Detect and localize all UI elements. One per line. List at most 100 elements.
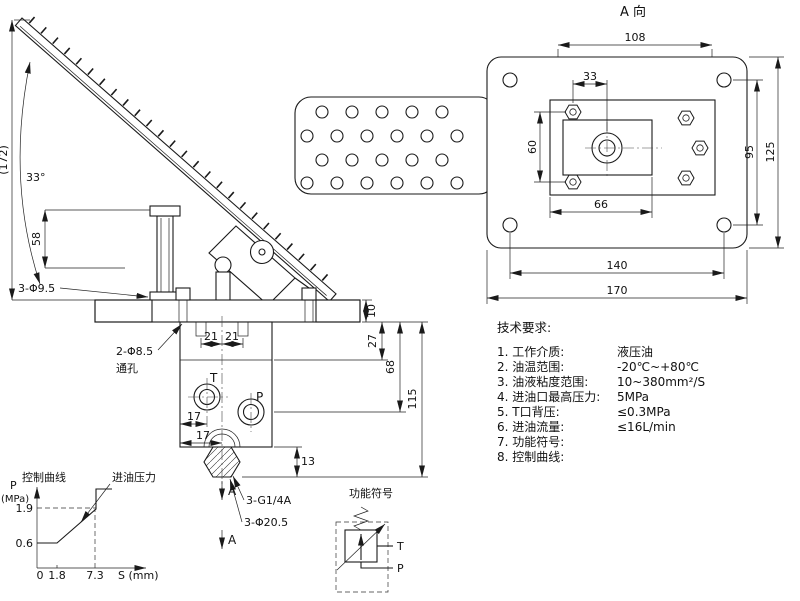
dim-140-label: 140 <box>607 259 628 272</box>
dim-95-label: 95 <box>743 145 756 159</box>
dim-10-label: 10 <box>365 304 378 318</box>
hex-bolt <box>677 170 695 186</box>
tech-item-value: 5MPa <box>617 390 650 404</box>
side-view-labels: (172) 33° 58 3-Φ9.5 2-Φ8.5 通孔 21 21 17 1… <box>0 145 419 547</box>
plunger <box>215 271 231 303</box>
mount-hole <box>502 72 518 88</box>
tech-item-label: 2. 油温范围: <box>497 360 565 374</box>
symbol-port-p-label: P <box>397 562 404 575</box>
pedal-plate <box>14 16 337 303</box>
dim-21b-label: 21 <box>225 330 239 343</box>
hex-bolt <box>677 110 695 126</box>
dim-68-label: 68 <box>384 360 397 374</box>
symbol-enclosure <box>335 521 389 593</box>
dim-125-label: 125 <box>764 142 777 163</box>
tech-item-value: -20℃~+80℃ <box>617 360 699 374</box>
tech-item-label: 5. T口背压: <box>497 405 560 419</box>
dim-58-label: 58 <box>30 232 43 246</box>
thread-label: 3-G1/4A <box>246 494 292 507</box>
spring-symbol <box>352 506 370 531</box>
dim-21a-label: 21 <box>204 330 218 343</box>
function-symbol: 功能符号 T P <box>335 486 404 593</box>
control-arrow <box>336 523 386 571</box>
hex-bolt <box>564 104 582 120</box>
through-hole-label: 通孔 <box>116 362 138 375</box>
function-symbol-title: 功能符号 <box>349 486 393 500</box>
top-view-dimensions <box>486 42 784 304</box>
port-t-label: T <box>209 371 218 385</box>
tech-item-label: 3. 油液粘度范围: <box>497 375 589 389</box>
xtick-0: 0 <box>37 569 44 582</box>
pressure-curve <box>37 488 112 544</box>
tech-item-value: 10~380mm²/S <box>617 375 706 389</box>
x-axis-label: S (mm) <box>118 569 159 582</box>
dim-115-label: 115 <box>406 389 419 410</box>
tech-item-label: 1. 工作介质: <box>497 345 565 359</box>
tech-requirement-item: 1. 工作介质: 液压油 <box>497 345 787 360</box>
y-axis-label: P <box>10 479 17 492</box>
dim-170-label: 170 <box>607 284 628 297</box>
angle-33-label: 33° <box>26 171 46 184</box>
tread-holes <box>300 105 464 190</box>
view-a-label: A 向 <box>620 4 646 20</box>
tech-item-value <box>617 450 787 465</box>
dim-60-label: 60 <box>526 140 539 154</box>
tech-requirement-item: 5. T口背压: ≤0.3MPa <box>497 405 787 420</box>
mount-hole <box>502 217 518 233</box>
tech-requirements-title: 技术要求: <box>497 320 552 335</box>
tech-requirements: 技术要求: 1. 工作介质: 液压油 2. 油温范围: -20℃~+80℃ 3.… <box>497 317 787 465</box>
top-view: A 向 108 33 60 66 95 125 140 170 <box>294 4 784 304</box>
tech-requirement-item: 4. 进油口最高压力: 5MPa <box>497 390 787 405</box>
dim-27-label: 27 <box>366 334 379 348</box>
tech-item-label: 8. 控制曲线: <box>497 450 565 464</box>
section-a-label-bottom: A <box>228 533 237 547</box>
dim-172-label: (172) <box>0 145 10 175</box>
dim-17b-label: 17 <box>196 429 210 442</box>
dim-17a-label: 17 <box>187 410 201 423</box>
ytick-0-6: 0.6 <box>16 537 34 550</box>
tech-item-value <box>617 435 787 450</box>
control-curve-caption: 控制曲线 <box>22 470 66 484</box>
dim-66-label: 66 <box>594 198 608 211</box>
pedal-plate-top <box>294 96 496 195</box>
base-bolt <box>301 287 317 301</box>
top-view-labels: A 向 108 33 60 66 95 125 140 170 <box>526 4 777 297</box>
xtick-1-8: 1.8 <box>48 569 66 582</box>
valve-footprint <box>549 99 716 196</box>
dim-33-label: 33 <box>583 70 597 83</box>
hex-bolt <box>564 174 582 190</box>
port-p-label: P <box>256 390 263 404</box>
mount-hole <box>716 72 732 88</box>
tech-requirement-item: 7. 功能符号: <box>497 435 787 450</box>
holes-3d95-label: 3-Φ9.5 <box>18 282 55 295</box>
rod-cap <box>149 205 181 217</box>
holes-3d205-label: 3-Φ20.5 <box>244 516 288 529</box>
tech-requirement-item: 3. 油液粘度范围: 10~380mm²/S <box>497 375 787 390</box>
dim-13-label: 13 <box>301 455 315 468</box>
base-plate <box>94 299 361 323</box>
hex-plug <box>203 446 241 478</box>
dim-108-label: 108 <box>625 31 646 44</box>
tech-item-label: 6. 进油流量: <box>497 420 565 434</box>
tech-requirement-item: 2. 油温范围: -20℃~+80℃ <box>497 360 787 375</box>
inlet-pressure-caption: 进油压力 <box>112 470 156 484</box>
pivot-pin <box>249 239 275 265</box>
y-axis-unit: (MPa) <box>1 494 29 505</box>
mount-plate-top <box>486 56 748 249</box>
xtick-7-3: 7.3 <box>86 569 104 582</box>
cam-roller <box>214 256 232 274</box>
tech-item-label: 4. 进油口最高压力: <box>497 390 601 404</box>
tech-item-value: ≤0.3MPa <box>617 405 671 419</box>
top-view-geometry <box>294 56 748 249</box>
symbol-port-t-label: T <box>396 540 404 553</box>
holes-2d85-label: 2-Φ8.5 <box>116 345 153 358</box>
side-view-dimensions <box>9 19 428 549</box>
pedal-assembly <box>14 16 337 319</box>
tech-requirement-item: 6. 进油流量: ≤16L/min <box>497 420 787 435</box>
section-a-label-top: A <box>228 484 237 498</box>
tech-item-value: 液压油 <box>617 345 654 359</box>
tech-requirement-item: 8. 控制曲线: <box>497 450 787 465</box>
side-view: (172) 33° 58 3-Φ9.5 2-Φ8.5 通孔 21 21 17 1… <box>0 16 428 549</box>
